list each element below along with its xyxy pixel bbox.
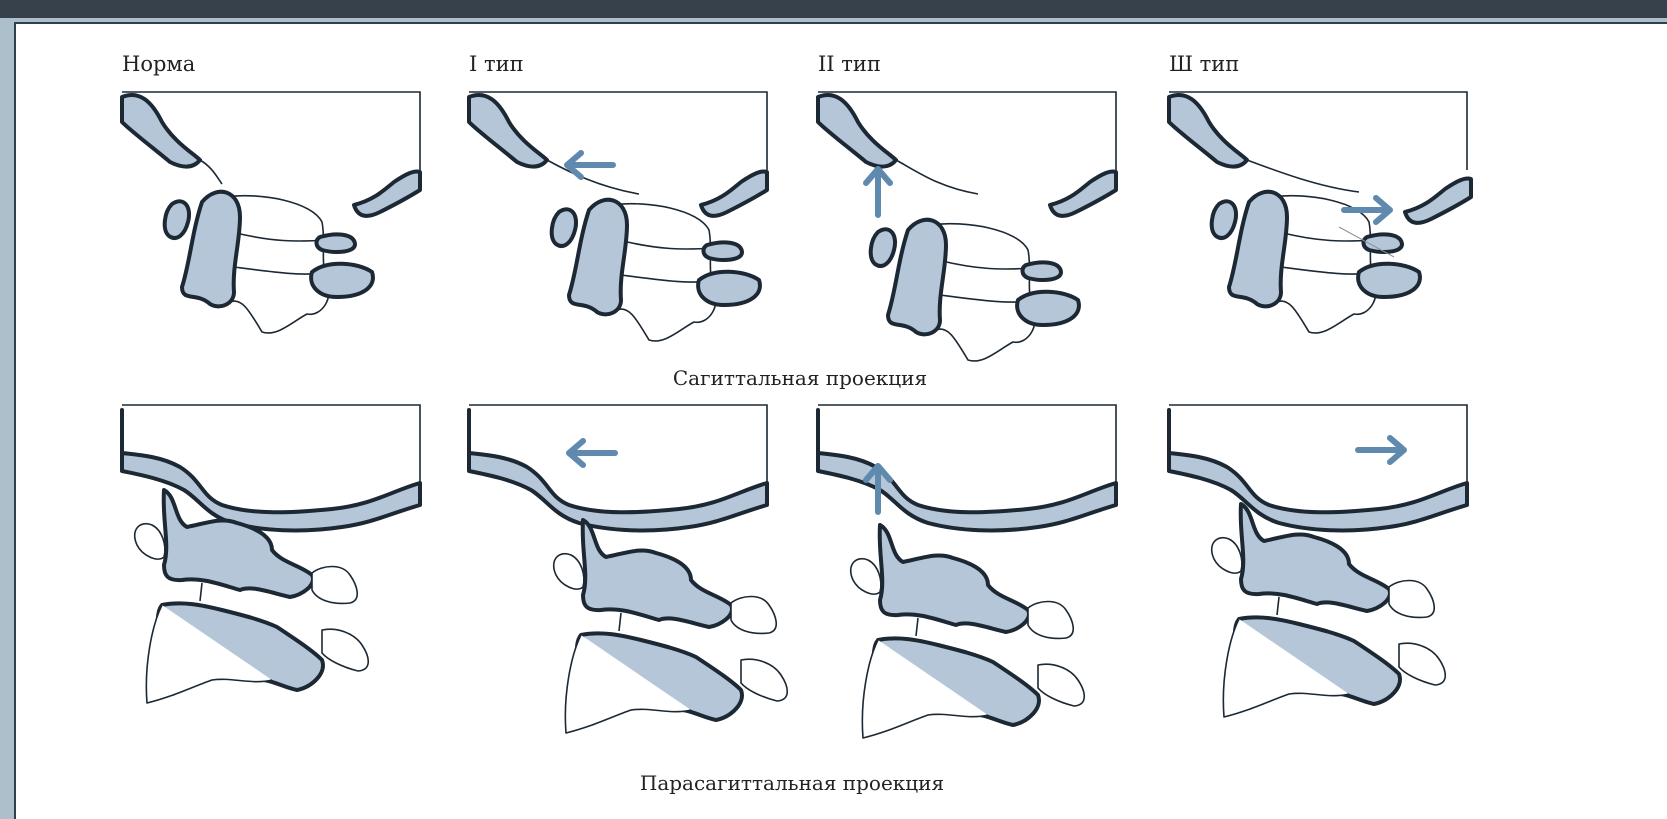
parasagittal-type-2 <box>818 405 1116 738</box>
parasagittal-type-1 <box>469 405 787 733</box>
sagittal-type-1 <box>469 92 767 341</box>
parasagittal-type-3 <box>1169 405 1467 717</box>
sagittal-type-2 <box>818 92 1116 361</box>
arrow-up-icon <box>866 169 890 215</box>
arrow-left-icon <box>567 153 613 177</box>
sagittal-norm <box>122 92 420 333</box>
parasagittal-norm <box>122 405 420 703</box>
sagittal-type-3 <box>1169 92 1471 333</box>
arrow-left-icon <box>569 441 615 465</box>
arrow-right-icon <box>1358 438 1404 462</box>
